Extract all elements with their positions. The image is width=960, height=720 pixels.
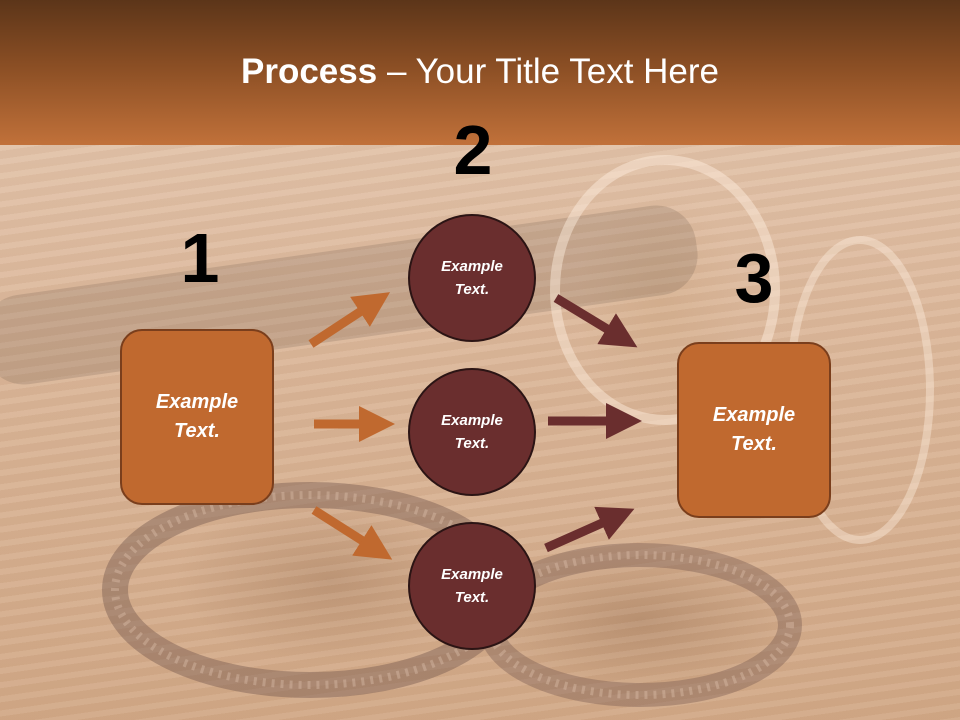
process-box-right: Example Text. bbox=[677, 342, 831, 518]
step-number-3: 3 bbox=[734, 239, 774, 317]
step-number-1: 1 bbox=[180, 219, 220, 297]
process-box-left: Example Text. bbox=[120, 329, 274, 505]
arrow-box1-to-circle-top bbox=[308, 292, 391, 348]
process-circle-middle: Example Text. bbox=[408, 368, 536, 496]
arrow-circle-top-to-box3 bbox=[553, 294, 638, 348]
title-bar bbox=[0, 0, 960, 145]
box-left-text: Example Text. bbox=[155, 391, 239, 442]
title-rest: – Your Title Text Here bbox=[377, 52, 719, 91]
circle-top-text: Example Text. bbox=[441, 258, 503, 298]
slide-title: Process – Your Title Text Here bbox=[0, 52, 960, 92]
box-right-text: Example Text. bbox=[712, 404, 796, 455]
arrow-circle-bottom-to-box3 bbox=[544, 506, 635, 553]
circle-bottom-text: Example Text. bbox=[441, 566, 503, 606]
process-circle-bottom: Example Text. bbox=[408, 522, 536, 650]
circle-middle-text: Example Text. bbox=[441, 412, 503, 452]
process-circle-top: Example Text. bbox=[408, 214, 536, 342]
arrow-box1-to-circle-bottom bbox=[311, 506, 393, 560]
title-bold: Process bbox=[241, 52, 378, 91]
step-number-2: 2 bbox=[453, 111, 493, 189]
